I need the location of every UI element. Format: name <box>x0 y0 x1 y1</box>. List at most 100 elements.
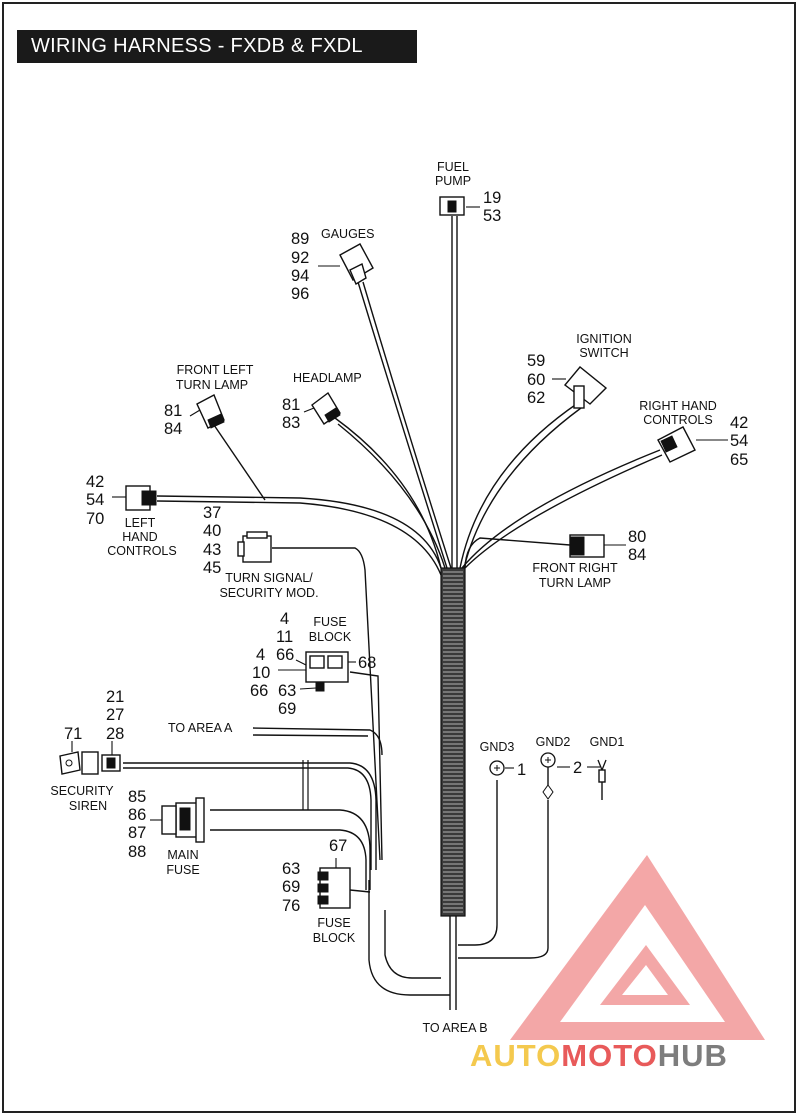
watermark-hub: HUB <box>658 1038 728 1073</box>
fuel-pump-label: FUEL <box>437 160 469 174</box>
front-right-turn-lamp-connector <box>569 534 626 558</box>
fuse-lower-ref: 63 <box>282 860 300 878</box>
left-hand-controls-label: HAND <box>122 530 157 544</box>
headlamp-ref: 83 <box>282 414 300 432</box>
lower-fuse-block-label: BLOCK <box>313 931 356 945</box>
fuse-upper-ref: 68 <box>358 654 376 672</box>
headlamp-connector <box>303 391 341 425</box>
gnd3-ref: 1 <box>517 761 526 779</box>
upper-fuse-block-label: FUSE <box>313 615 346 629</box>
main-fuse-ref: 87 <box>128 824 146 842</box>
front-left-ref: 81 <box>164 402 182 420</box>
main-fuse-connector <box>150 797 205 843</box>
watermark-text: AUTOMOTOHUB <box>470 1038 728 1073</box>
fuse-lower-ref: 76 <box>282 897 300 915</box>
gauges-ref: 94 <box>291 267 309 285</box>
right-hand-ref: 65 <box>730 451 748 469</box>
fuel-pump-connector <box>439 196 480 216</box>
gnd1-terminal <box>597 759 607 783</box>
ignition-ref: 60 <box>527 371 545 389</box>
gauges-connector <box>318 243 374 286</box>
main-fuse-label: FUSE <box>166 863 199 877</box>
turn-signal-label: TURN SIGNAL/ <box>225 571 313 585</box>
fuel-pump-label: PUMP <box>435 174 471 188</box>
fuse-lower-ref: 69 <box>282 878 300 896</box>
harness-wires <box>123 216 663 1010</box>
ignition-switch-connector <box>552 366 608 409</box>
gnd3-label: GND3 <box>480 740 515 754</box>
main-fuse-ref: 85 <box>128 788 146 806</box>
gnd2-terminal <box>540 752 600 800</box>
ignition-switch-label: IGNITION <box>576 332 632 346</box>
security-siren-ref: 21 <box>106 688 124 706</box>
fuse-upper-ref: 66 <box>250 682 268 700</box>
security-siren-label: SIREN <box>69 799 107 813</box>
front-left-turn-lamp-label: TURN LAMP <box>176 378 248 392</box>
upper-fuse-block-label: BLOCK <box>309 630 352 644</box>
gnd12-ref: 2 <box>573 759 582 777</box>
watermark-auto: AUTO <box>470 1038 561 1073</box>
gnd3-terminal <box>489 760 514 776</box>
to-area-a-label: TO AREA A <box>168 721 233 735</box>
front-right-turn-lamp-label: TURN LAMP <box>539 576 611 590</box>
security-siren-ref: 27 <box>106 706 124 724</box>
fuel-pump-ref: 53 <box>483 207 501 225</box>
gnd1-label: GND1 <box>590 735 625 749</box>
right-hand-controls-label: RIGHT HAND <box>639 399 717 413</box>
front-left-ref: 84 <box>164 420 182 438</box>
security-siren-label: SECURITY <box>50 784 114 798</box>
watermark-moto: MOTO <box>561 1038 657 1073</box>
ignition-switch-label: SWITCH <box>579 346 628 360</box>
main-fuse-ref: 86 <box>128 806 146 824</box>
front-right-turn-lamp-label: FRONT RIGHT <box>532 561 618 575</box>
fuse-upper-ref: 69 <box>278 700 296 718</box>
front-right-ref: 80 <box>628 528 646 546</box>
page-title: WIRING HARNESS - FXDB & FXDL <box>17 30 417 63</box>
gauges-ref: 92 <box>291 249 309 267</box>
main-fuse-ref: 88 <box>128 843 146 861</box>
gauges-ref: 89 <box>291 230 309 248</box>
turn-signal-ref: 43 <box>203 541 221 559</box>
to-area-b-label: TO AREA B <box>422 1021 487 1035</box>
turn-signal-label: SECURITY MOD. <box>219 586 318 600</box>
fuel-pump-ref: 19 <box>483 189 501 207</box>
harness-trunk <box>440 567 466 917</box>
labels: FUEL PUMP 19 53 GAUGES 89 92 94 96 IGNIT… <box>50 160 748 1035</box>
fuse-upper-ref: 63 <box>278 682 296 700</box>
upper-fuse-block <box>278 651 356 692</box>
fuse-upper-ref: 4 <box>280 610 289 628</box>
right-hand-controls-connector <box>657 426 728 463</box>
watermark-logo-icon <box>510 855 765 1040</box>
turn-signal-module-connector <box>237 531 272 563</box>
left-hand-controls-label: LEFT <box>125 516 156 530</box>
fuse-upper-ref: 4 <box>256 646 265 664</box>
gauges-label: GAUGES <box>321 227 375 241</box>
headlamp-ref: 81 <box>282 396 300 414</box>
turn-signal-ref: 40 <box>203 522 221 540</box>
right-hand-ref: 54 <box>730 432 748 450</box>
security-siren-ref: 71 <box>64 725 82 743</box>
front-left-turn-lamp-label: FRONT LEFT <box>177 363 254 377</box>
fuse-upper-ref: 66 <box>276 646 294 664</box>
security-siren-connector <box>59 741 121 775</box>
turn-signal-ref: 45 <box>203 559 221 577</box>
fuse-upper-ref: 11 <box>276 628 293 646</box>
right-hand-controls-label: CONTROLS <box>643 413 712 427</box>
ignition-ref: 59 <box>527 352 545 370</box>
security-siren-ref: 28 <box>106 725 124 743</box>
left-hand-ref: 42 <box>86 473 104 491</box>
front-right-ref: 84 <box>628 546 646 564</box>
fuse-upper-ref: 10 <box>252 664 270 682</box>
lower-fuse-block <box>317 858 351 909</box>
main-fuse-label: MAIN <box>167 848 198 862</box>
gnd2-label: GND2 <box>536 735 571 749</box>
right-hand-ref: 42 <box>730 414 748 432</box>
gauges-ref: 96 <box>291 285 309 303</box>
fuse-lower-ref: 67 <box>329 837 347 855</box>
left-hand-controls-connector <box>112 485 157 511</box>
left-hand-ref: 54 <box>86 491 104 509</box>
lower-fuse-block-label: FUSE <box>317 916 350 930</box>
front-left-turn-lamp-connector <box>189 394 225 429</box>
